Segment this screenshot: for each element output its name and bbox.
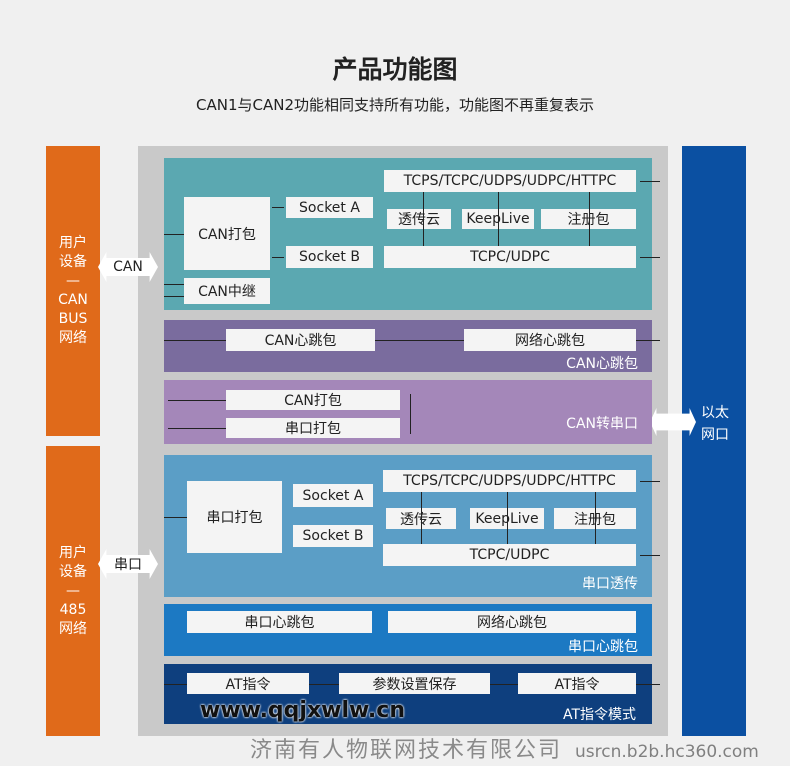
can-heartbeat-panel: CAN心跳包 网络心跳包 CAN心跳包 (164, 320, 660, 372)
serial-heartbeat-label: 串口心跳包 (568, 639, 638, 655)
connector (168, 428, 226, 429)
connector (640, 181, 660, 182)
param-save-box: 参数设置保存 (339, 673, 490, 694)
serial-passthrough-label: 串口透传 (582, 576, 638, 592)
network-heartbeat-box: 网络心跳包 (388, 611, 636, 633)
connector (640, 257, 660, 258)
can-to-serial-label: CAN转串口 (566, 416, 638, 432)
connector (636, 684, 660, 685)
tcpc-udpc-box: TCPC/UDPC (384, 246, 636, 268)
network-heartbeat-box: 网络心跳包 (464, 329, 636, 351)
at-mode-label: AT指令模式 (562, 707, 636, 723)
can-function-panel: CAN打包 Socket A Socket B TCPS/TCPC/UDPS/U… (164, 158, 660, 310)
connector (640, 555, 660, 556)
connector (375, 340, 464, 341)
connector (421, 492, 422, 544)
ethernet-block (682, 146, 746, 736)
protocols-box: TCPS/TCPC/UDPS/UDPC/HTTPC (383, 470, 636, 492)
can-heartbeat-label: CAN心跳包 (566, 356, 638, 372)
socket-b-box: Socket B (286, 246, 373, 268)
connector (423, 192, 424, 246)
tcpc-udpc-box: TCPC/UDPC (383, 544, 636, 566)
connector (164, 517, 187, 518)
socket-a-box: Socket A (286, 197, 373, 218)
connector (164, 340, 226, 341)
serial-heartbeat-box: 串口心跳包 (187, 611, 372, 633)
serial-pack-box: 串口打包 (187, 481, 282, 553)
connector (589, 192, 590, 246)
connector (636, 340, 660, 341)
page-subtitle: CAN1与CAN2功能相同支持所有功能，功能图不再重复表示 (195, 96, 594, 114)
can-pack-box: CAN打包 (226, 390, 400, 410)
serial-heartbeat-panel: 串口心跳包 网络心跳包 串口心跳包 (164, 604, 652, 656)
connector (168, 400, 226, 401)
can-to-serial-panel: CAN打包 串口打包 CAN转串口 (164, 380, 652, 444)
watermark-site: usrcn.b2b.hc360.com (575, 742, 759, 762)
watermark-company: 济南有人物联网技术有限公司 (250, 738, 563, 763)
page-title: 产品功能图 (332, 55, 458, 84)
register-box: 注册包 (541, 209, 636, 229)
connector (507, 492, 508, 544)
at-command-box-2: AT指令 (518, 673, 636, 694)
connector (490, 684, 518, 685)
connector (498, 192, 499, 246)
ethernet-label: 以太网口 (701, 405, 729, 443)
rs485-network-block: 用户设备—485网络 (46, 446, 100, 736)
connector (164, 296, 184, 297)
connector (640, 481, 660, 482)
connector (272, 257, 284, 258)
rs485-label: 用户设备—485网络 (59, 544, 87, 637)
connector (164, 684, 187, 685)
can-bus-label: 用户设备—CAN BUS网络 (58, 235, 88, 346)
can-relay-box: CAN中继 (184, 278, 270, 304)
connector (164, 234, 184, 235)
serial-pack-box: 串口打包 (226, 418, 400, 438)
connector (410, 394, 411, 434)
connector (164, 284, 184, 285)
watermark-overlay: www.qqjxwlw.cn (200, 698, 405, 723)
can-pack-box: CAN打包 (184, 197, 270, 270)
connector (272, 207, 284, 208)
at-command-box: AT指令 (187, 673, 309, 694)
at-command-panel: AT指令 参数设置保存 AT指令 AT指令模式 (164, 664, 660, 724)
can-bus-network-block: 用户设备—CAN BUS网络 (46, 146, 100, 436)
connector (595, 492, 596, 544)
can-heartbeat-box: CAN心跳包 (226, 329, 375, 351)
socket-b-box: Socket B (293, 525, 373, 547)
socket-a-box: Socket A (293, 484, 373, 507)
serial-function-panel: 串口打包 Socket A Socket B TCPS/TCPC/UDPS/UD… (164, 455, 660, 597)
cloud-box: 透传云 (387, 209, 451, 229)
protocols-box: TCPS/TCPC/UDPS/UDPC/HTTPC (384, 170, 636, 192)
connector (309, 684, 339, 685)
